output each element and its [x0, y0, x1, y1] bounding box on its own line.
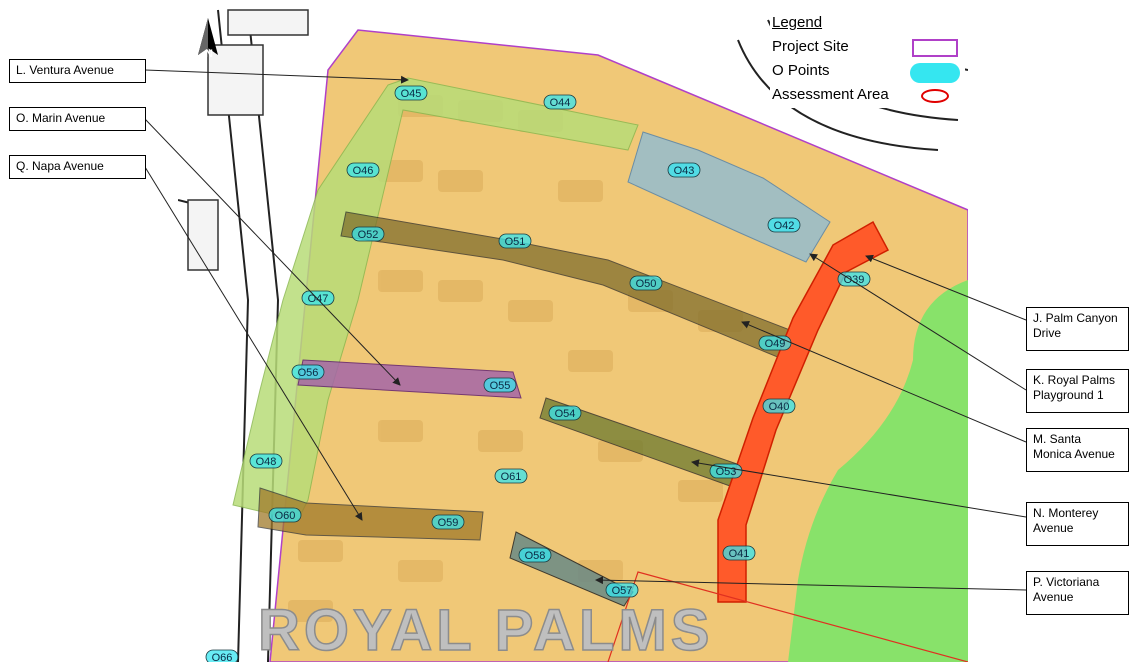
o-point-marker[interactable]: O44 — [543, 94, 577, 110]
legend-item-o-points: O Points — [772, 62, 830, 79]
o-point-marker[interactable]: O56 — [291, 364, 325, 380]
project-site-swatch — [912, 39, 958, 57]
o-point-label: O56 — [298, 367, 319, 379]
o-point-marker[interactable]: O43 — [667, 162, 701, 178]
o-point-marker[interactable]: O39 — [837, 271, 871, 287]
o-point-label: O39 — [844, 274, 865, 286]
o-point-label: O51 — [505, 236, 526, 248]
callout-victoriana-avenue[interactable]: P. Victoriana Avenue — [1026, 571, 1129, 615]
o-point-marker[interactable]: O40 — [762, 398, 796, 414]
callout-ventura-avenue[interactable]: L. Ventura Avenue — [9, 59, 146, 83]
o-point-label: O42 — [774, 220, 795, 232]
o-point-label: O54 — [555, 408, 576, 420]
o-point-marker[interactable]: O46 — [346, 162, 380, 178]
o-point-pill — [543, 94, 577, 110]
o-point-label: O61 — [501, 471, 522, 483]
o-point-marker[interactable]: O47 — [301, 290, 335, 306]
o-point-label: O40 — [769, 401, 790, 413]
o-point-marker[interactable]: O58 — [518, 547, 552, 563]
assessment-boundary-lines — [607, 571, 968, 662]
o-point-marker[interactable]: O53 — [709, 463, 743, 479]
callout-santa-monica-avenue[interactable]: M. Santa Monica Avenue — [1026, 428, 1129, 472]
o-point-pill — [205, 649, 239, 662]
o-point-label: O44 — [550, 97, 571, 109]
o-point-marker[interactable]: O55 — [483, 377, 517, 393]
north-arrow-icon: N — [198, 18, 218, 60]
o-point-pill — [494, 468, 528, 484]
o-point-label: O57 — [612, 585, 633, 597]
north-arrow-label: N — [205, 48, 213, 60]
o-point-marker[interactable]: O57 — [605, 582, 639, 598]
o-point-marker[interactable]: O60 — [268, 507, 302, 523]
legend-label-o-points: O Points — [772, 62, 830, 79]
o-point-pill — [722, 545, 756, 561]
legend: Legend Project Site O Points Assessment … — [770, 12, 965, 108]
o-point-marker[interactable]: O48 — [249, 453, 283, 469]
callout-royal-palms-playground[interactable]: K. Royal Palms Playground 1 — [1026, 369, 1129, 413]
o-point-label: O48 — [256, 456, 277, 468]
o-point-pill — [431, 514, 465, 530]
o-point-pill — [394, 85, 428, 101]
o-point-label: O58 — [525, 550, 546, 562]
assessment-area-swatch — [921, 89, 949, 103]
o-point-label: O52 — [358, 229, 379, 241]
callout-marin-avenue[interactable]: O. Marin Avenue — [9, 107, 146, 131]
o-point-pill — [667, 162, 701, 178]
callout-palm-canyon-drive[interactable]: J. Palm Canyon Drive — [1026, 307, 1129, 351]
o-point-pill — [518, 547, 552, 563]
o-point-pill — [548, 405, 582, 421]
o-point-label: O47 — [308, 293, 329, 305]
legend-label-project-site: Project Site — [772, 38, 849, 55]
o-point-marker[interactable]: O59 — [431, 514, 465, 530]
o-point-label: O49 — [765, 338, 786, 350]
o-point-marker[interactable]: O54 — [548, 405, 582, 421]
o-point-label: O53 — [716, 466, 737, 478]
legend-item-assessment-area: Assessment Area — [772, 86, 889, 103]
legend-label-assessment-area: Assessment Area — [772, 86, 889, 103]
o-point-label: O45 — [401, 88, 422, 100]
o-point-pill — [767, 217, 801, 233]
legend-title: Legend — [772, 14, 823, 31]
o-points-swatch — [910, 63, 960, 83]
o-point-marker[interactable]: O42 — [767, 217, 801, 233]
o-point-label: O66 — [212, 652, 233, 662]
o-point-pill — [483, 377, 517, 393]
o-point-marker[interactable]: O61 — [494, 468, 528, 484]
o-point-label: O46 — [353, 165, 374, 177]
o-point-marker[interactable]: O45 — [394, 85, 428, 101]
o-point-marker[interactable]: O52 — [351, 226, 385, 242]
o-point-marker[interactable]: O50 — [629, 275, 663, 291]
o-point-marker[interactable]: O66 — [205, 649, 239, 662]
o-point-label: O59 — [438, 517, 459, 529]
o-point-label: O50 — [636, 278, 657, 290]
o-point-marker[interactable]: O51 — [498, 233, 532, 249]
legend-item-project-site: Project Site — [772, 38, 849, 55]
o-point-label: O43 — [674, 165, 695, 177]
callout-napa-avenue[interactable]: Q. Napa Avenue — [9, 155, 146, 179]
o-point-pill — [629, 275, 663, 291]
o-point-label: O55 — [490, 380, 511, 392]
o-point-pill — [498, 233, 532, 249]
o-point-label: O60 — [275, 510, 296, 522]
area-label: ROYAL PALMS — [258, 598, 713, 662]
callout-monterey-avenue[interactable]: N. Monterey Avenue — [1026, 502, 1129, 546]
o-point-marker[interactable]: O41 — [722, 545, 756, 561]
o-point-label: O41 — [729, 548, 750, 560]
o-point-marker[interactable]: O49 — [758, 335, 792, 351]
